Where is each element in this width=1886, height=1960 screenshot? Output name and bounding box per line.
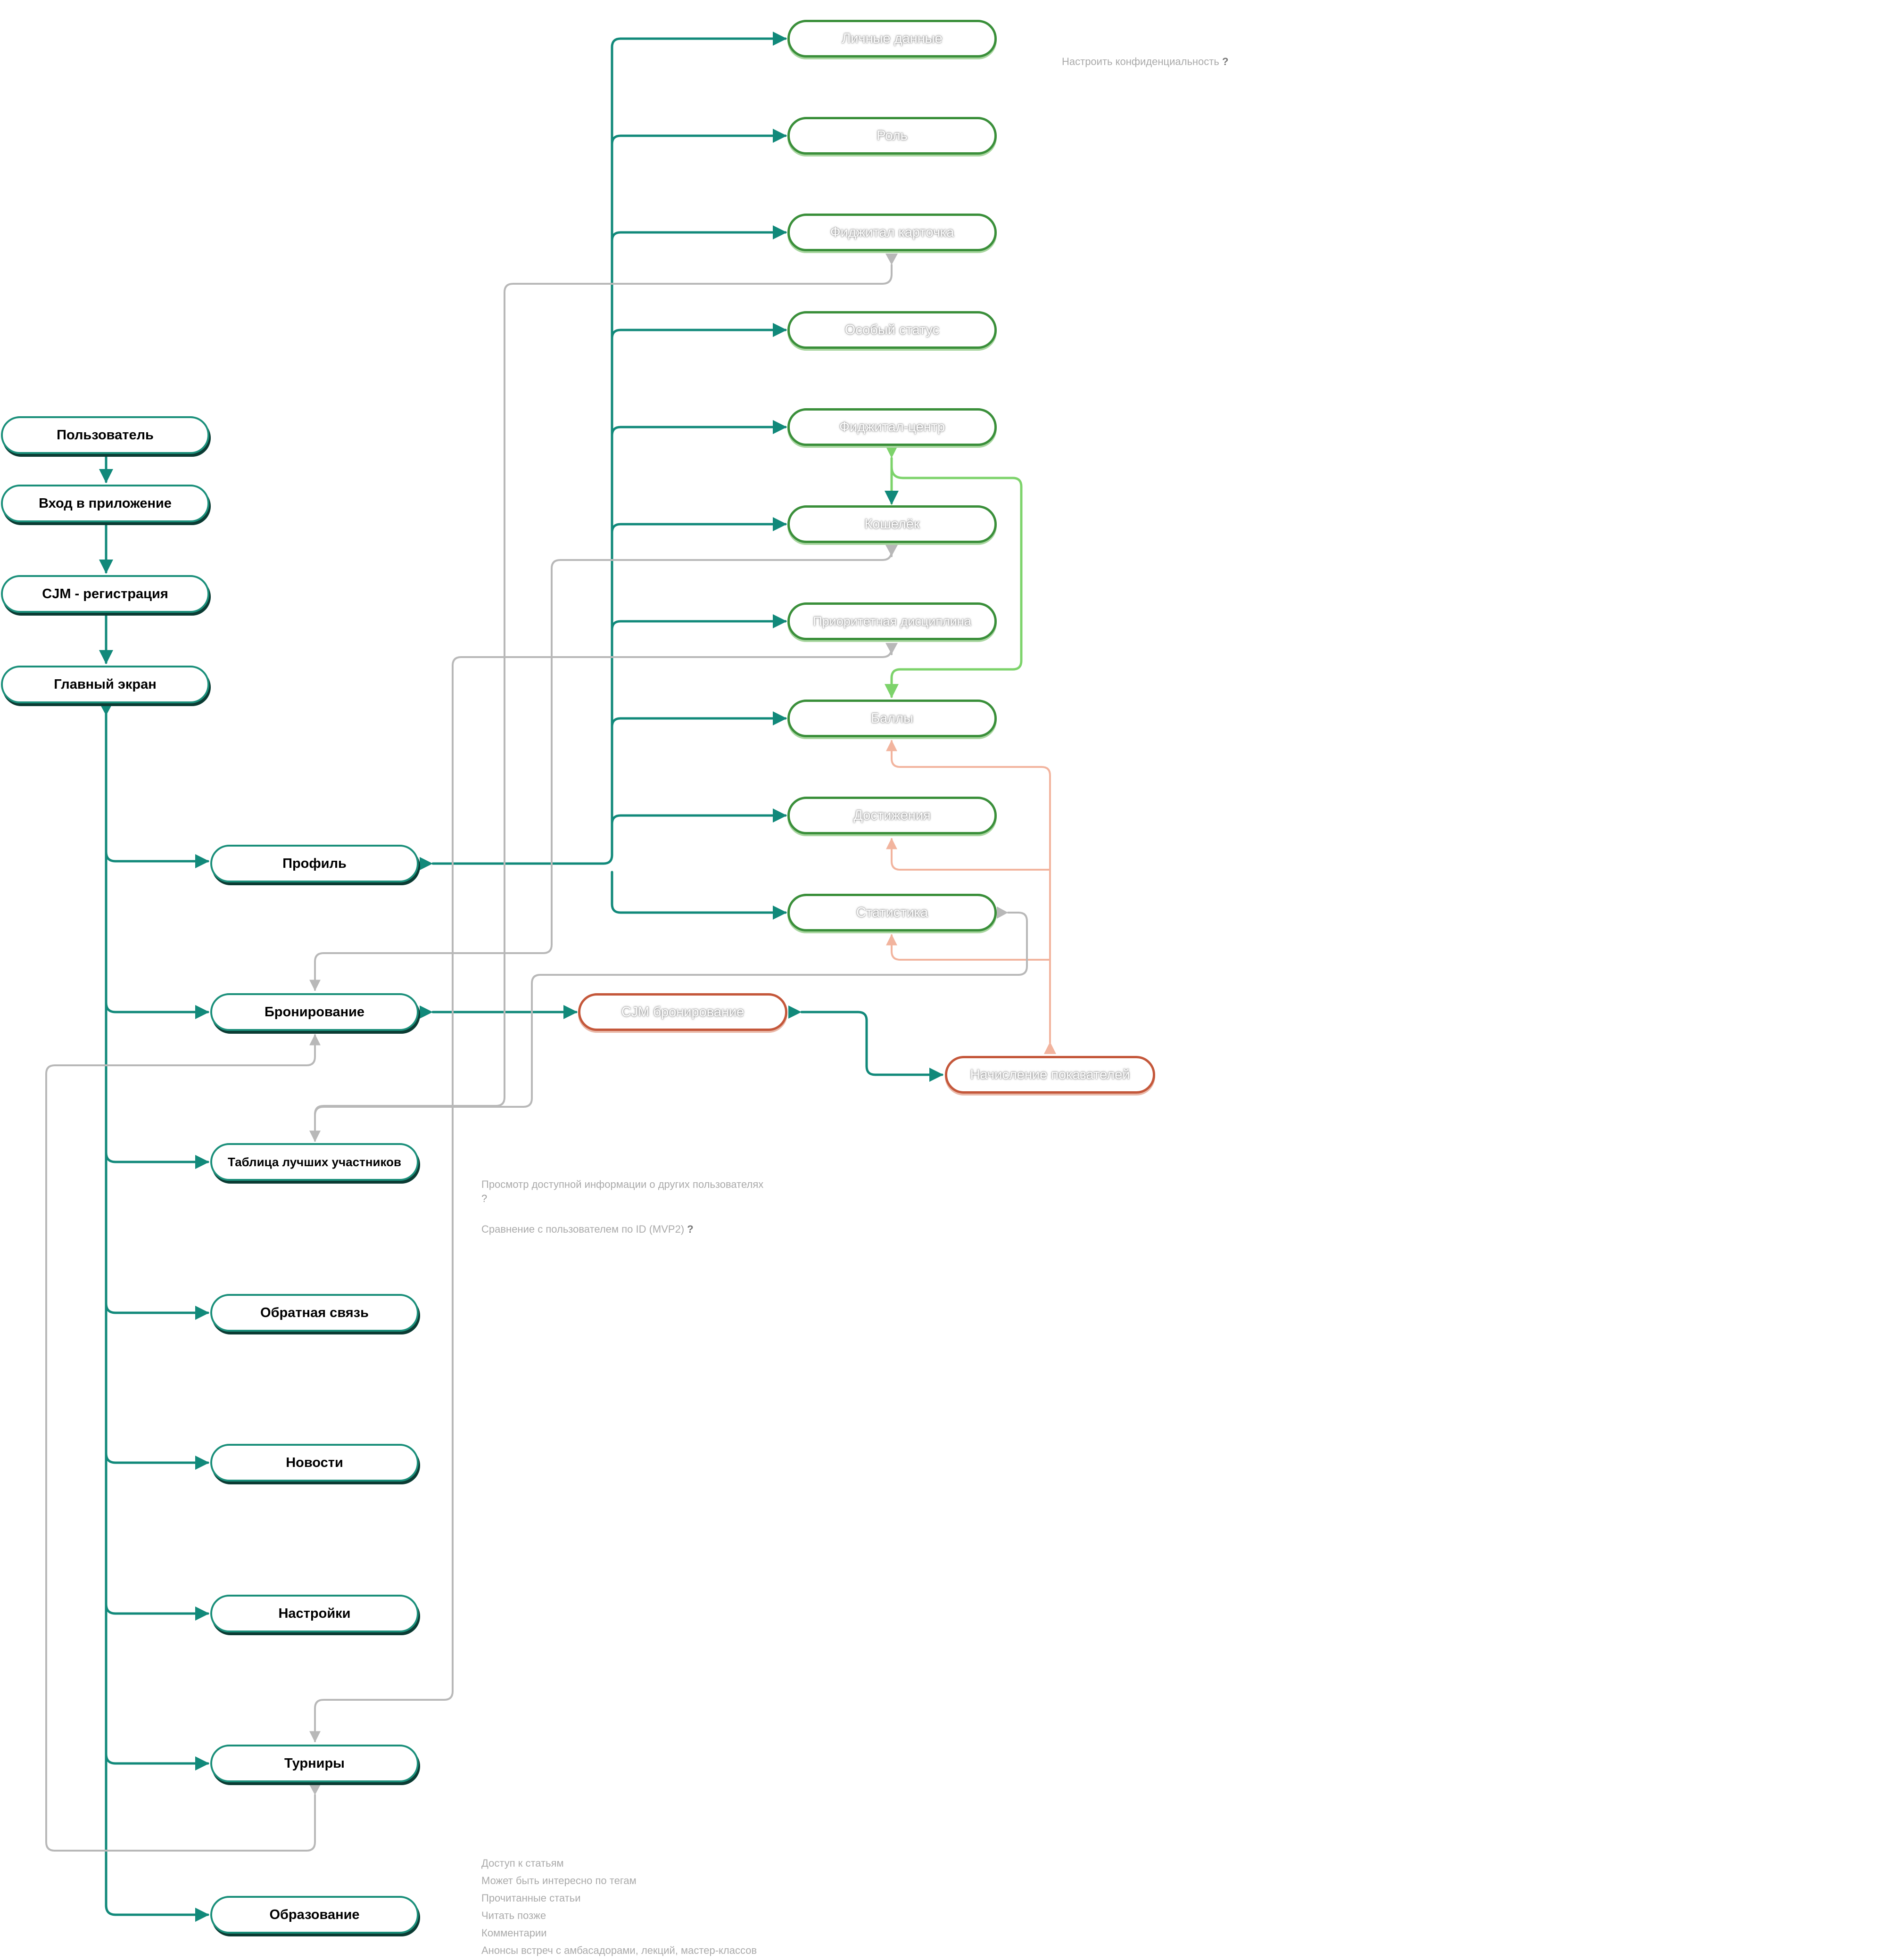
note-users-view-text: Просмотр доступной информации о других п… (481, 1178, 764, 1190)
edge-main-news (105, 1452, 209, 1470)
cjm-booking-start-marker (788, 1005, 802, 1019)
note-users-view: Просмотр доступной информации о других п… (481, 1178, 763, 1206)
edge-profile-role (611, 129, 787, 146)
note-compare-text: Сравнение с пользователем по ID (MVP2) (481, 1223, 685, 1235)
note-privacy-text: Настроить конфиденциальность (1062, 56, 1219, 67)
note-education-line: Комментарии (481, 1927, 547, 1939)
accrual-start-marker (1044, 1042, 1056, 1054)
node-priority-discipline[interactable]: Приоритетная дисциплина (787, 602, 997, 640)
booking-start-marker (420, 1005, 433, 1019)
note-education-line: Прочитанные статьи (481, 1892, 581, 1904)
edge-main-settings (105, 1603, 209, 1621)
edge-main-profile (105, 850, 209, 868)
edge-accrual-stats (886, 934, 1051, 961)
edge-profile-center (611, 420, 787, 437)
edge-profile-points (611, 711, 787, 728)
note-compare: Сравнение с пользователем по ID (MVP2) ? (481, 1220, 694, 1238)
node-role[interactable]: Роль (787, 117, 997, 155)
profile-to-spine (431, 854, 613, 865)
edge-profile-wallet (611, 517, 787, 534)
node-wallet[interactable]: Кошелёк (787, 505, 997, 543)
note-users-view-mark[interactable]: ? (481, 1193, 488, 1204)
profile-spine (611, 37, 622, 856)
stats-start-marker (997, 906, 1008, 919)
node-cjm-booking[interactable]: CJM бронирование (578, 993, 787, 1031)
note-privacy-mark[interactable]: ? (1222, 56, 1229, 67)
node-education[interactable]: Образование (210, 1896, 419, 1934)
note-compare-mark[interactable]: ? (687, 1223, 694, 1235)
node-personal-data[interactable]: Личные данные (787, 20, 997, 58)
node-statistics[interactable]: Статистика (787, 894, 997, 931)
node-settings[interactable]: Настройки (210, 1595, 419, 1632)
node-accrual[interactable]: Начисление показателей (945, 1056, 1155, 1094)
tournaments-start-marker (309, 1784, 321, 1795)
edge-profile-card (611, 225, 787, 242)
node-phygital-card[interactable]: Фиджитал карточка (787, 214, 997, 251)
edge-main-booking (105, 1001, 209, 1019)
center-start-marker (885, 446, 898, 458)
edge-tournaments-booking (45, 1034, 321, 1852)
node-main-screen[interactable]: Главный экран (1, 666, 209, 703)
edge-cjm-accrual (800, 1011, 943, 1082)
node-leaderboard[interactable]: Таблица лучших участников (210, 1143, 419, 1181)
edge-center-points (885, 465, 1023, 698)
node-phygital-center[interactable]: Фиджитал-центр (787, 408, 997, 446)
node-achievements[interactable]: Достижения (787, 797, 997, 834)
profile-start-marker (420, 857, 433, 870)
card-start-marker (885, 254, 898, 265)
edge-main-feedback (105, 1302, 209, 1320)
node-news[interactable]: Новости (210, 1444, 419, 1482)
edge-stats-leaderboard (309, 912, 1028, 1142)
edge-priority-tournaments (309, 647, 893, 1743)
note-education-line: Анонсы встреч с амбасадорами, лекций, ма… (481, 1944, 757, 1956)
node-special-status[interactable]: Особый статус (787, 311, 997, 349)
edge-accrual-achievements (886, 838, 1051, 871)
note-education-line: Доступ к статьям (481, 1857, 564, 1869)
main-start-marker (99, 703, 113, 716)
node-feedback[interactable]: Обратная связь (210, 1294, 419, 1332)
node-tournaments[interactable]: Турниры (210, 1745, 419, 1782)
note-education-line: Может быть интересно по тегам (481, 1875, 637, 1886)
main-spine (105, 702, 117, 1916)
edge-main-leaderboard (105, 1151, 209, 1169)
node-login[interactable]: Вход в приложение (1, 485, 209, 522)
node-cjm-registration[interactable]: CJM - регистрация (1, 575, 209, 613)
node-booking[interactable]: Бронирование (210, 993, 419, 1031)
note-education-list: Доступ к статьям Может быть интересно по… (481, 1854, 757, 1959)
node-profile[interactable]: Профиль (210, 845, 419, 882)
edge-profile-stats (611, 871, 787, 920)
edge-main-tournaments (105, 1753, 209, 1771)
note-privacy: Настроить конфиденциальность ? (1062, 53, 1228, 70)
note-education-line: Читать позже (481, 1910, 546, 1921)
edge-wallet-booking (309, 550, 893, 991)
edge-profile-achievements (611, 808, 787, 825)
edge-profile-priority (611, 614, 787, 631)
edge-accrual-points (886, 740, 1051, 1044)
node-user[interactable]: Пользователь (1, 416, 209, 454)
edge-profile-status (611, 323, 787, 340)
node-points[interactable]: Баллы (787, 700, 997, 737)
